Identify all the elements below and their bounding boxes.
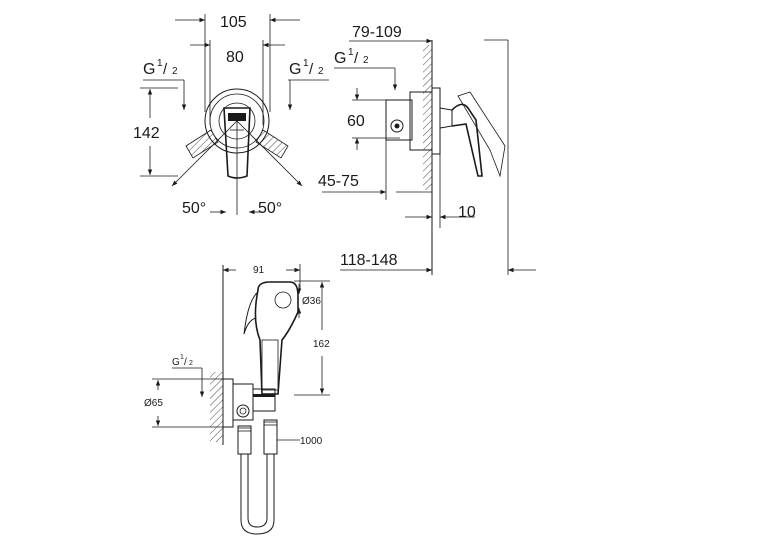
dim-36: Ø36 — [296, 284, 321, 318]
dim-65: Ø65 — [144, 378, 225, 428]
svg-text:1: 1 — [303, 58, 309, 69]
angle-left-label: 50° — [182, 200, 206, 217]
handshower-view: 91 Ø36 162 G 1 / 2 — [144, 264, 330, 535]
front-view: 105 80 G 1 / 2 G 1 / 2 — [133, 14, 329, 217]
thread-left: G 1 / 2 — [143, 58, 187, 110]
dim-91: 91 — [223, 264, 301, 290]
dim-65-label: Ø65 — [144, 398, 163, 409]
dim-36-label: Ø36 — [302, 296, 321, 307]
svg-text:G: G — [143, 61, 155, 78]
dim-10: 10 — [405, 154, 476, 228]
dim-91-label: 91 — [253, 265, 265, 276]
dim-80: 80 — [190, 40, 285, 125]
dim-79-109: 79-109 — [349, 24, 432, 44]
svg-text:/: / — [184, 357, 187, 368]
dim-10-label: 10 — [458, 204, 476, 221]
svg-text:2: 2 — [363, 55, 369, 66]
dim-162-label: 162 — [313, 339, 330, 350]
handshower — [243, 281, 299, 395]
hs-holder — [222, 378, 276, 428]
svg-text:G: G — [172, 357, 180, 368]
dim-142-label: 142 — [133, 125, 160, 142]
side-view: 79-109 G 1 / 2 60 — [318, 24, 536, 275]
svg-text:G: G — [334, 50, 346, 67]
thread-right: G 1 / 2 — [287, 58, 329, 110]
svg-text:G: G — [289, 61, 301, 78]
hose: 1000 — [237, 419, 323, 535]
svg-text:2: 2 — [318, 66, 324, 77]
svg-text:/: / — [354, 50, 359, 67]
mixer-body — [185, 88, 289, 179]
angle-right-label: 50° — [258, 200, 282, 217]
svg-text:/: / — [309, 61, 314, 78]
svg-text:1: 1 — [157, 58, 163, 69]
dim-118-148: 118-148 — [340, 39, 536, 275]
dim-142: 142 — [133, 87, 178, 177]
dim-105: 105 — [175, 14, 300, 112]
svg-text:2: 2 — [189, 360, 193, 367]
dim-118-148-label: 118-148 — [340, 252, 398, 269]
dim-60-label: 60 — [347, 113, 365, 130]
angles: 50° 50° — [171, 120, 303, 217]
side-body — [385, 87, 506, 178]
svg-text:1: 1 — [348, 47, 354, 58]
side-thread: G 1 / 2 — [334, 47, 398, 90]
dim-45-75: 45-75 — [318, 140, 432, 200]
dim-105-label: 105 — [220, 14, 247, 31]
hs-thread: G 1 / 2 — [172, 354, 205, 397]
svg-text:2: 2 — [172, 66, 178, 77]
dim-80-label: 80 — [226, 49, 244, 66]
dim-162: 162 — [294, 280, 330, 396]
svg-text:/: / — [163, 61, 168, 78]
dim-60: 60 — [347, 88, 400, 150]
dim-1000-label: 1000 — [300, 436, 323, 447]
dim-45-75-label: 45-75 — [318, 173, 359, 190]
dim-79-109-label: 79-109 — [352, 24, 402, 41]
svg-text:1: 1 — [180, 354, 184, 361]
